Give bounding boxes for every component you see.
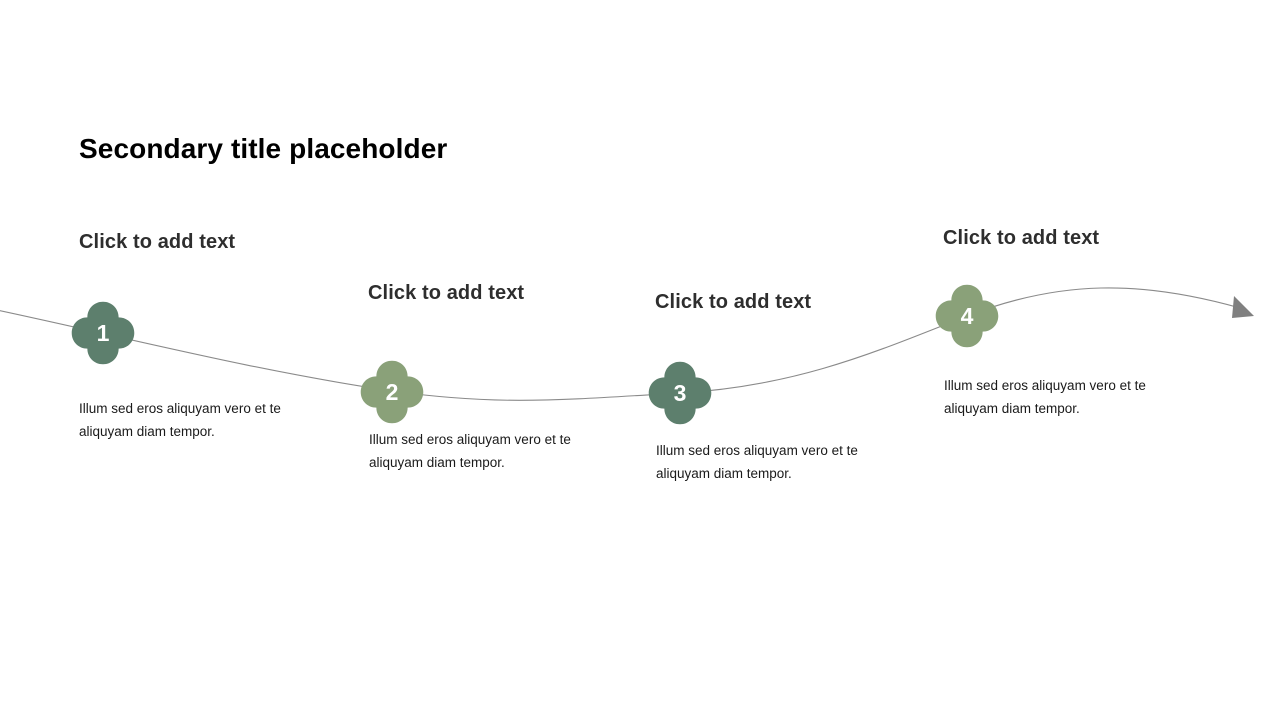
- step-3-body[interactable]: Illum sed eros aliquyam vero et te aliqu…: [656, 443, 858, 481]
- step-4-heading[interactable]: Click to add text: [943, 227, 1100, 249]
- step-4-body[interactable]: Illum sed eros aliquyam vero et te aliqu…: [944, 378, 1146, 416]
- page-title[interactable]: Secondary title placeholder: [79, 133, 448, 164]
- quatrefoil-icon: [71, 301, 135, 365]
- step-2-heading[interactable]: Click to add text: [368, 282, 525, 304]
- arrowhead-icon: [1232, 296, 1254, 318]
- quatrefoil-icon: [935, 284, 999, 348]
- step-1-marker[interactable]: 1: [69, 299, 137, 367]
- step-3-marker[interactable]: 3: [646, 359, 714, 427]
- quatrefoil-icon: [360, 360, 424, 424]
- step-3-heading[interactable]: Click to add text: [655, 291, 812, 313]
- step-1-body[interactable]: Illum sed eros aliquyam vero et te aliqu…: [79, 401, 281, 439]
- step-4-marker[interactable]: 4: [933, 282, 1001, 350]
- step-1-heading[interactable]: Click to add text: [79, 231, 236, 253]
- step-2-marker[interactable]: 2: [358, 358, 426, 426]
- step-2-body[interactable]: Illum sed eros aliquyam vero et te aliqu…: [369, 432, 571, 470]
- quatrefoil-icon: [648, 361, 712, 425]
